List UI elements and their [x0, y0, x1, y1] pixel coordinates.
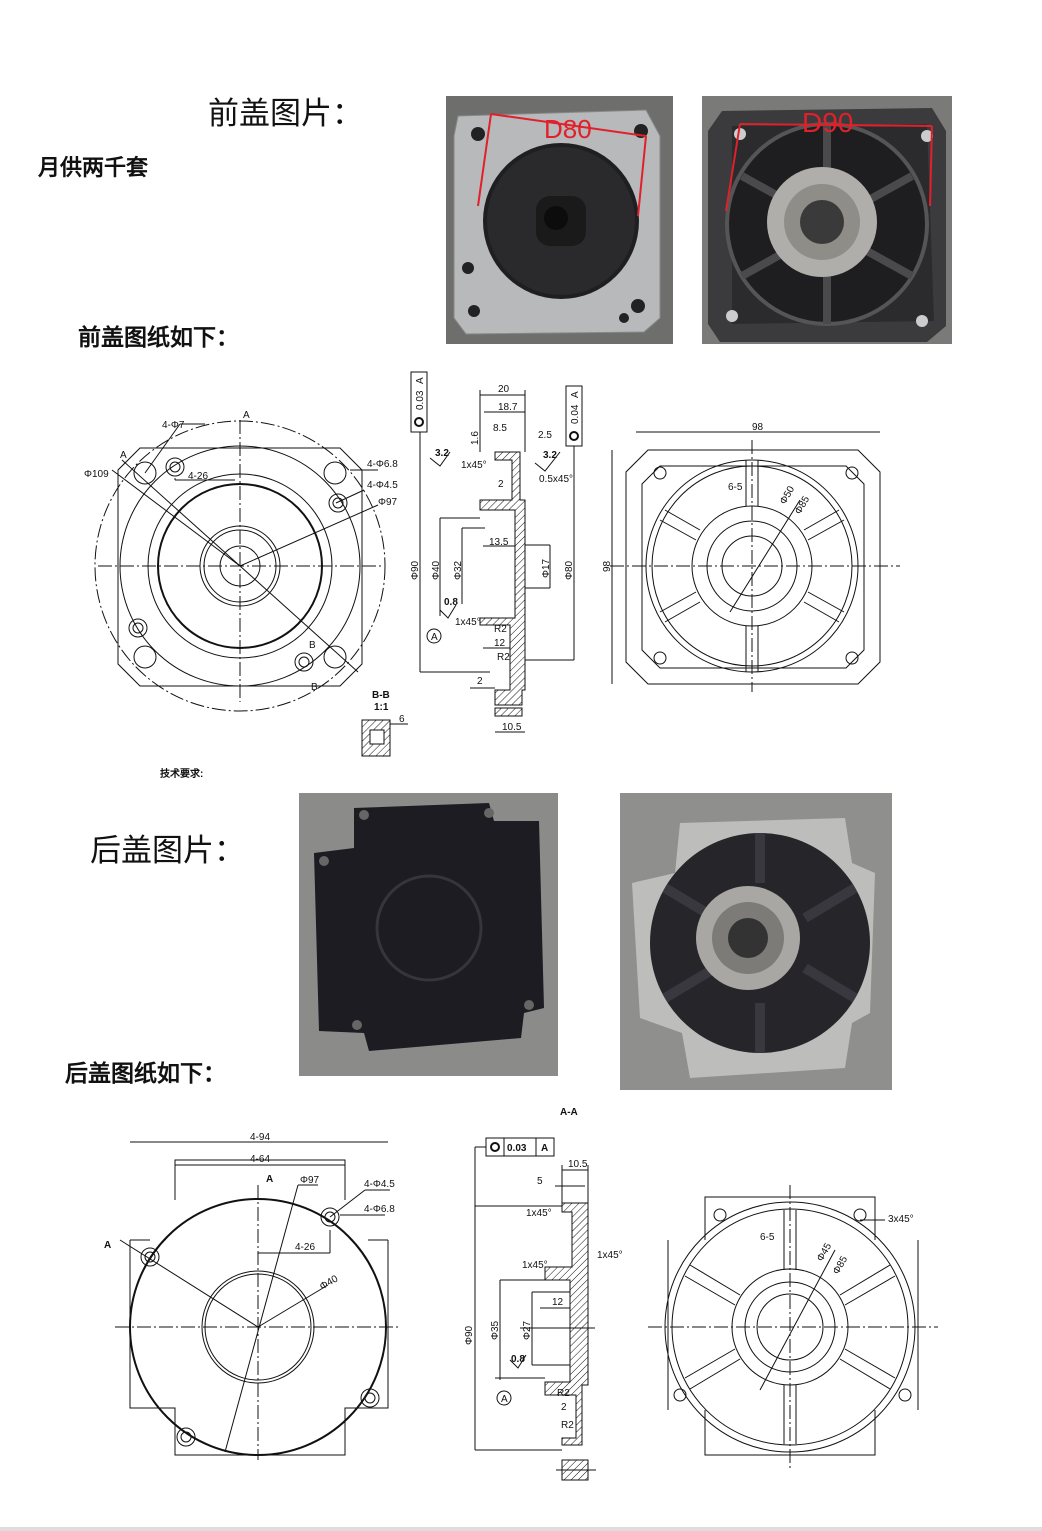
- roughness-1-6: 1.6: [470, 431, 481, 445]
- front-drawings-heading: 前盖图纸如下：: [78, 324, 239, 351]
- roughness-3-2: 3.2: [543, 450, 557, 461]
- dim-phi85: Φ85: [831, 1254, 850, 1276]
- dim-phi35: Φ35: [490, 1320, 501, 1340]
- chamfer-1x45: 1x45°: [461, 460, 487, 471]
- supply-note: 月供两千套: [38, 155, 149, 181]
- label-4-phi4-5: 4-Φ4.5: [367, 480, 398, 491]
- d90-label: D90: [802, 107, 853, 138]
- detail-bb-dim: 6: [399, 714, 405, 725]
- chamfer-0-5x45: 0.5x45°: [539, 474, 573, 485]
- dim-13-5: 13.5: [489, 537, 509, 548]
- label-4-26: 4-26: [295, 1242, 315, 1253]
- label-phi109: Φ109: [84, 469, 109, 480]
- rear-cover-front-view: 4-94 4-64 A Φ97 4-Φ4.5 4-Φ6.8 4-26 Φ40 A: [104, 1132, 400, 1460]
- datum-a-circle: A: [431, 632, 438, 643]
- datum-a: A: [415, 377, 426, 384]
- tolerance-0-03: 0.03: [507, 1143, 527, 1154]
- label-4-phi7: 4-Φ7: [162, 420, 185, 431]
- dim-12: 12: [552, 1297, 564, 1308]
- dim-phi40: Φ40: [318, 1273, 340, 1292]
- rear-cover-inner-photo: [620, 793, 892, 1090]
- dim-phi90: Φ90: [464, 1325, 475, 1345]
- radius-r2: R2: [494, 624, 507, 635]
- chamfer-1x45: 1x45°: [597, 1250, 623, 1261]
- dim-2: 2: [498, 479, 504, 490]
- dim-2: 2: [477, 676, 483, 687]
- rear-cover-back-view: 6-5 Φ45 Φ85 3x45°: [648, 1185, 938, 1470]
- tolerance-0-04: 0.04: [570, 404, 581, 424]
- datum-a: A: [541, 1143, 548, 1154]
- dim-4-94: 4-94: [250, 1132, 270, 1143]
- section-mark-b: B: [309, 640, 316, 651]
- front-cover-front-view: 4-Φ7 Φ109 4-26 4-Φ6.8 4-Φ4.5 Φ97 A A B B…: [84, 410, 408, 780]
- front-cover-section-view: 0.03 A 0.04 A A 20 18.7 8.5 2.5 3.2 3.2 …: [410, 371, 583, 733]
- page-bottom-edge: [0, 1527, 1042, 1531]
- tolerance-0-03: 0.03: [415, 390, 426, 410]
- section-mark-a: A: [104, 1240, 111, 1251]
- chamfer-1x45: 1x45°: [522, 1260, 548, 1271]
- dim-phi85: Φ85: [793, 494, 812, 516]
- front-cover-outer-photo: D80: [446, 96, 673, 344]
- dim-5: 5: [537, 1176, 543, 1187]
- radius-r2: R2: [497, 652, 510, 663]
- radius-r2: R2: [557, 1388, 570, 1399]
- section-mark-a: A: [120, 450, 127, 461]
- dim-2: 2: [561, 1402, 567, 1413]
- roughness-3-2: 3.2: [435, 448, 449, 459]
- dim-10-5: 10.5: [568, 1159, 588, 1170]
- dim-phi97: Φ97: [300, 1175, 320, 1186]
- dim-8-5: 8.5: [493, 423, 507, 434]
- dim-phi40: Φ40: [431, 560, 442, 580]
- datum-a: A: [570, 391, 581, 398]
- dim-phi45: Φ45: [815, 1241, 834, 1263]
- label-4-phi6-8: 4-Φ6.8: [367, 459, 398, 470]
- rear-drawings-heading: 后盖图纸如下：: [65, 1060, 226, 1087]
- dim-phi80: Φ80: [564, 560, 575, 580]
- rear-cover-outer-photo: [299, 793, 558, 1076]
- label-6-5: 6-5: [760, 1232, 775, 1243]
- section-mark-a: A: [243, 410, 250, 421]
- front-cover-inner-photo: D90: [702, 96, 952, 344]
- chamfer-3x45: 3x45°: [888, 1214, 914, 1225]
- front-cover-back-view: 98 98 6-5 Φ50 Φ85: [602, 422, 900, 692]
- label-4-26: 4-26: [188, 471, 208, 482]
- dim-20: 20: [498, 384, 510, 395]
- dim-phi90: Φ90: [410, 560, 421, 580]
- tech-requirements: 技术要求:: [160, 767, 203, 780]
- d80-label: D80: [544, 114, 592, 144]
- dim-2-5: 2.5: [538, 430, 552, 441]
- front-photos-heading: 前盖图片：: [208, 96, 363, 132]
- dim-98-height: 98: [602, 560, 613, 572]
- label-phi97: Φ97: [378, 497, 398, 508]
- roughness-0-8: 0.8: [511, 1354, 525, 1365]
- dim-phi17: Φ17: [541, 558, 552, 578]
- chamfer-1x45: 1x45°: [455, 617, 481, 628]
- dim-18-7: 18.7: [498, 402, 518, 413]
- datum-a-circle: A: [501, 1394, 508, 1405]
- label-4-phi6-8: 4-Φ6.8: [364, 1204, 395, 1215]
- dim-phi27: Φ27: [522, 1320, 533, 1340]
- dim-98-width: 98: [752, 422, 764, 433]
- rear-photos-heading: 后盖图片：: [90, 833, 245, 869]
- dim-phi32: Φ32: [453, 560, 464, 580]
- chamfer-1x45: 1x45°: [526, 1208, 552, 1219]
- rear-cover-section-view: A-A 0.03 A A 10.5 5 1x45° 1x45° 1x45° 12…: [464, 1107, 623, 1481]
- roughness-0-8: 0.8: [444, 597, 458, 608]
- radius-r2: R2: [561, 1420, 574, 1431]
- section-mark-a: A: [266, 1174, 273, 1185]
- label-4-phi4-5: 4-Φ4.5: [364, 1179, 395, 1190]
- dim-12: 12: [494, 638, 506, 649]
- section-title-a-a: A-A: [560, 1107, 578, 1118]
- section-mark-b: B: [311, 682, 318, 693]
- dim-4-64: 4-64: [250, 1154, 270, 1165]
- detail-bb-title: B-B: [372, 690, 390, 701]
- detail-bb-scale: 1:1: [374, 702, 389, 713]
- label-6-5: 6-5: [728, 482, 743, 493]
- dim-phi50: Φ50: [778, 484, 797, 506]
- dim-10-5: 10.5: [502, 722, 522, 733]
